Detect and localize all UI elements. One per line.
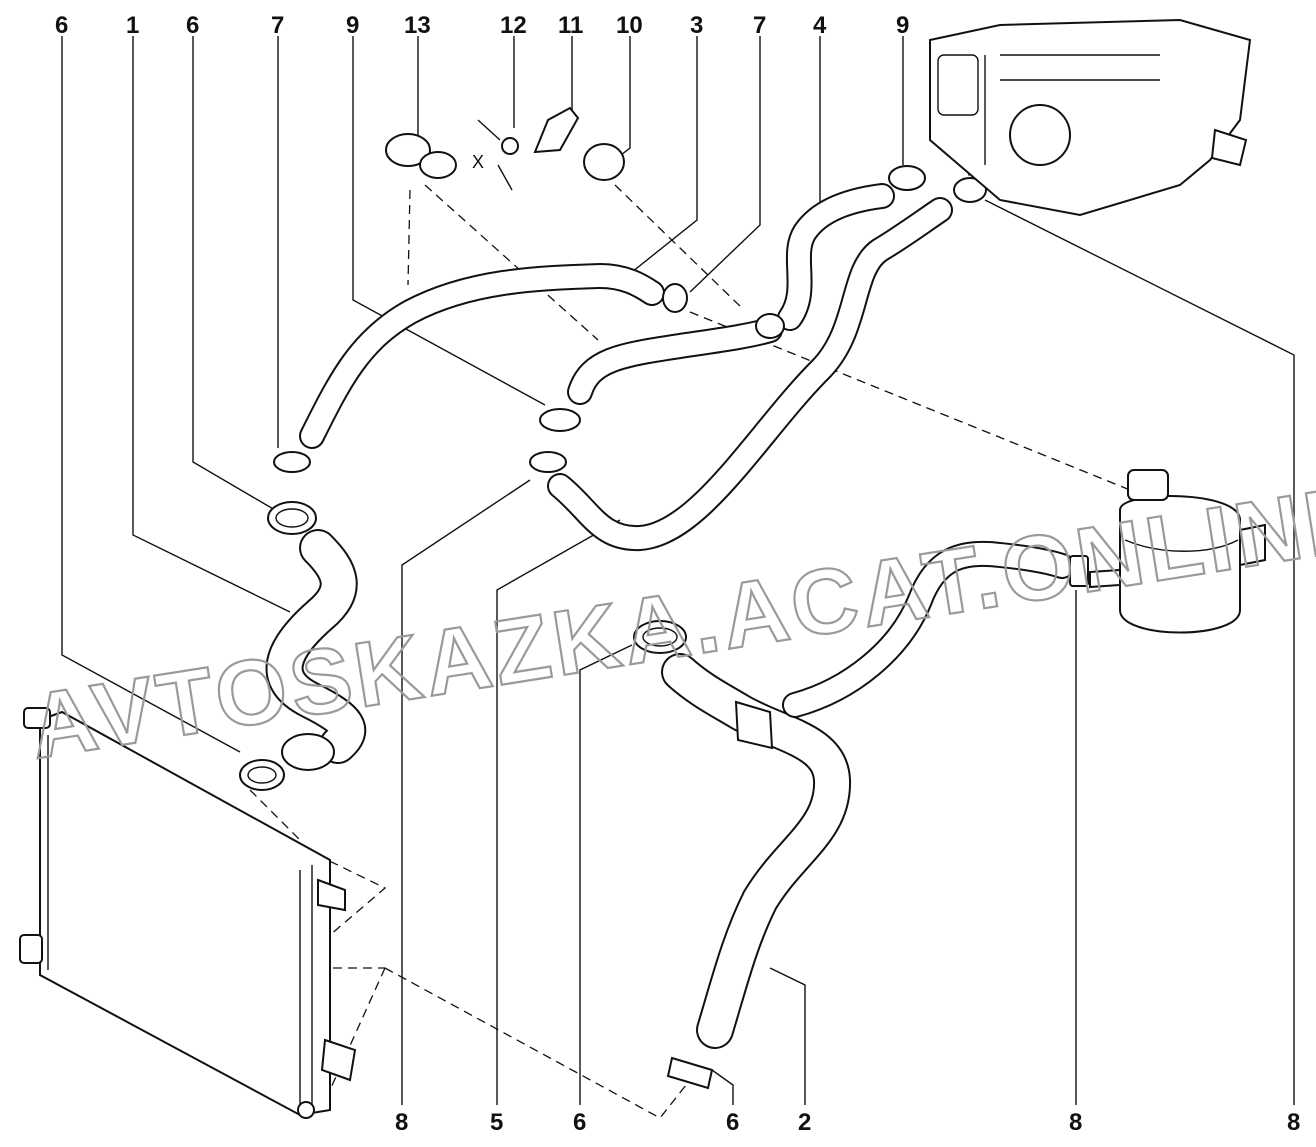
clamp-9-right xyxy=(888,165,926,191)
leader-top-1 xyxy=(132,36,291,613)
leader-lines xyxy=(61,36,1295,1105)
callout-bot-2: 2 xyxy=(798,1109,811,1136)
nut-12 xyxy=(501,137,519,155)
dimension-x-label: X xyxy=(472,152,484,172)
clamp-10 xyxy=(583,143,625,181)
engine-block xyxy=(929,18,1252,217)
callout-top-12: 12 xyxy=(500,12,527,39)
callout-bot-8c: 8 xyxy=(1287,1109,1300,1136)
collar-top-connector xyxy=(755,313,785,339)
clamp-7-right xyxy=(662,283,688,313)
clamp-6-bottom xyxy=(239,759,285,791)
callout-top-7b: 7 xyxy=(753,12,766,39)
collar-2-end xyxy=(281,733,335,771)
hoses xyxy=(265,183,1075,1049)
clamp-8-right xyxy=(953,177,987,203)
sleeve-6-bottom xyxy=(666,1056,714,1090)
bracket-11 xyxy=(533,106,580,154)
leader-bot-6b xyxy=(711,1069,734,1105)
callout-labels: 6 1 6 7 9 13 12 11 10 3 7 4 9 8 5 6 6 2 … xyxy=(55,12,1300,1136)
leader-top-7b xyxy=(689,36,761,293)
leader-top-9a xyxy=(352,36,546,406)
callout-top-6b: 6 xyxy=(186,12,199,39)
clamp-13 xyxy=(385,133,431,167)
callout-top-9b: 9 xyxy=(896,12,909,39)
leader-bot-8c xyxy=(984,199,1295,1105)
leader-top-6b xyxy=(192,36,276,511)
clamp-9-mid xyxy=(539,408,581,432)
watermark: AVTOSKAZKA.ACAT.ONLINE xyxy=(23,466,1316,779)
callout-top-6a: 6 xyxy=(55,12,68,39)
clamp-13b xyxy=(419,151,457,179)
clamp-8-mid xyxy=(529,451,567,473)
dimension-x: X xyxy=(472,119,513,191)
callout-top-4: 4 xyxy=(813,12,827,39)
leader-bot-6a xyxy=(579,644,633,1105)
leader-bot-8a xyxy=(401,479,531,1105)
clamp-6-top xyxy=(267,501,317,535)
callout-bot-8a: 8 xyxy=(395,1109,408,1136)
leader-bot-5 xyxy=(496,519,621,1105)
callout-bot-6a: 6 xyxy=(573,1109,586,1136)
leader-top-10 xyxy=(611,36,631,163)
callout-top-11: 11 xyxy=(558,12,583,39)
callout-top-1: 1 xyxy=(126,12,139,39)
callout-bot-8b: 8 xyxy=(1069,1109,1082,1136)
radiator xyxy=(19,707,357,1119)
t-connector xyxy=(734,700,774,750)
expansion-tank xyxy=(1089,469,1266,634)
callout-top-9a: 9 xyxy=(346,12,359,39)
clamp-8-tank xyxy=(1069,555,1089,587)
callout-top-7a: 7 xyxy=(271,12,284,39)
callout-top-10: 10 xyxy=(616,12,643,39)
leader-top-3 xyxy=(631,36,698,273)
clamp-7-left xyxy=(273,451,311,473)
callout-top-13: 13 xyxy=(404,12,431,39)
leader-top-6a xyxy=(61,36,241,753)
clamp-6-right xyxy=(633,620,687,654)
clamps xyxy=(239,106,1089,1090)
callout-bot-5: 5 xyxy=(490,1109,503,1136)
callout-bot-6b: 6 xyxy=(726,1109,739,1136)
leader-bot-2 xyxy=(769,967,806,1105)
callout-top-3: 3 xyxy=(690,12,703,39)
